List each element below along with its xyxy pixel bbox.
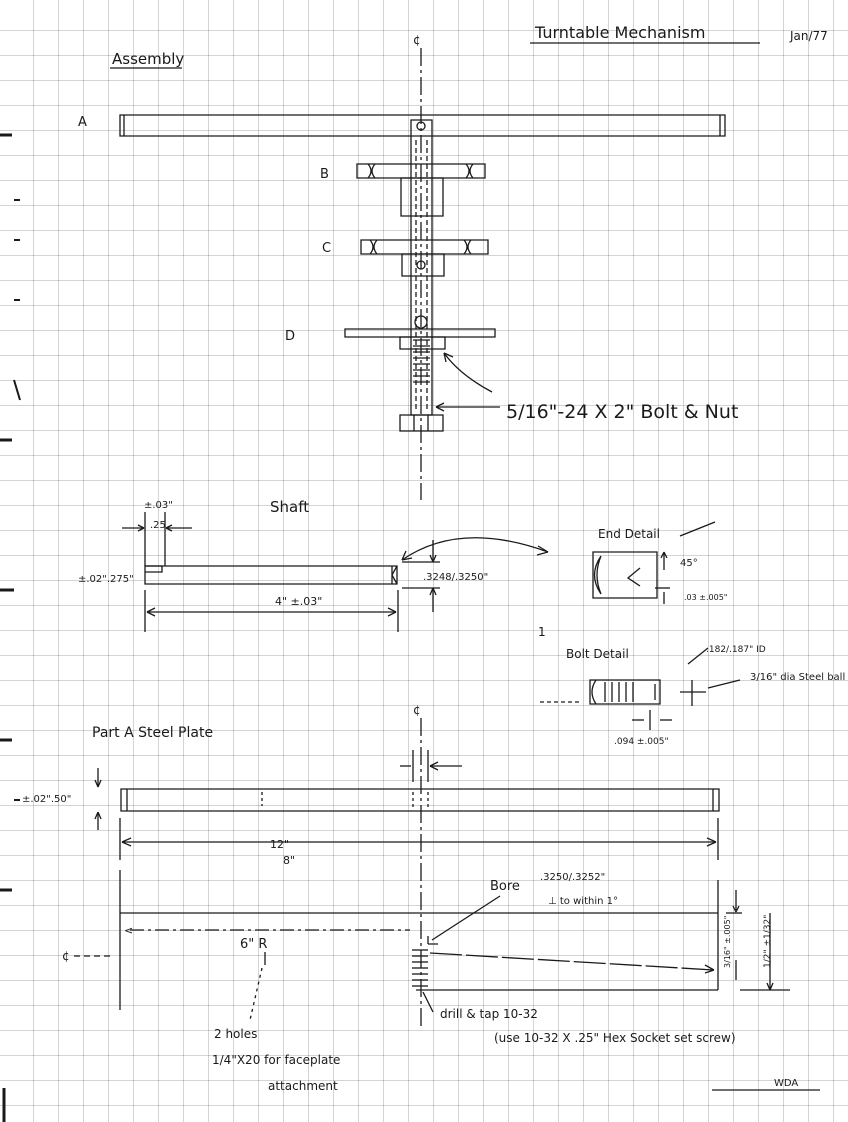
part-a-edge-dim-2: 1/2" ±1/32" [763,915,773,968]
margin-marks [0,135,14,1122]
drill-tap-note: drill & tap 10-32 [440,1007,538,1021]
assembly-bolt-threads [413,340,430,382]
assembly-label-a: A [78,115,87,130]
assembly-heading: Assembly [112,50,184,68]
sheet-date: Jan/77 [789,29,828,43]
holes-note-line-3: attachment [268,1079,338,1093]
assembly-label-d: D [285,329,295,344]
assembly-part-d-hub [400,337,445,349]
assembly-part-c-hub [402,254,444,276]
assembly-part-d-flange [345,329,495,337]
bolt-detail-view [590,680,660,704]
svg-text:1: 1 [538,625,546,639]
shaft-neck [145,566,162,572]
end-detail-chamfer [595,556,602,594]
set-screw-note: (use 10-32 X .25" Hex Socket set screw) [494,1031,736,1045]
part-a-side-view [121,789,719,811]
part-a-radius: 6" R [240,937,267,952]
part-a-thickness: ±.02".50" [22,794,71,805]
end-detail-heading: End Detail [598,527,660,541]
part-a-edge-dim-1: 3/16" ±.005" [723,916,732,968]
shaft-heading: Shaft [270,498,309,516]
assembly-plate-a [120,115,725,136]
part-a-left-centerline: ¢ [62,949,70,963]
end-detail-pointer [402,538,548,560]
shaft-diameter-label: .3248/.3250" [423,572,488,583]
holes-leader [250,968,262,1020]
bolt-detail-ball-note: 3/16" dia Steel ball Insert in hole [750,672,848,683]
bolt-detail-depth: .094 ±.005" [614,737,669,747]
shaft-tolerance-top: ±.03" [144,500,173,511]
shaft-body [145,566,397,584]
part-a-bore: Bore [490,879,520,894]
part-a-perpendicular-note: ⊥ to within 1° [548,896,618,907]
bore-leader [432,896,500,940]
part-a-heading: Part A Steel Plate [92,725,213,741]
assembly-centerline-mark: ¢ [413,33,421,47]
assembly-nut [400,415,443,431]
end-detail-chamfer-dim: .03 ±.005" [684,593,727,602]
assembly-label-b: B [320,167,329,182]
bolt-detail-heading: Bolt Detail [566,647,629,661]
bolt-detail-hole: .182/.187" ID [706,645,766,655]
part-a-length: 12" [270,838,289,851]
part-a-bore-dim: .3250/.3252" [540,872,605,883]
shaft-neck-dim: ±.02".275" [78,574,134,585]
holes-note-line-2: 1/4"X20 for faceplate [212,1053,340,1067]
assembly-plate-a-bore [417,122,425,130]
svg-text:<: < [124,924,133,937]
bolt-callout-leader-1 [444,353,492,392]
assembly-part-b-hub [401,178,443,216]
part-a-tapped-hole [412,950,428,986]
end-detail-angle: 45° [680,558,698,569]
shaft-step-dim: .25 [150,520,166,531]
part-a-centerline-mark: ¢ [413,703,421,717]
end-detail-view [593,552,657,598]
margin-ticks [14,200,20,800]
bolt-detail-threads [605,682,633,702]
bolt-callout-text: 5/16"-24 X 2" Bolt & Nut [506,401,738,423]
assembly-label-c: C [322,241,331,256]
holes-note-line-1: 2 holes [214,1027,257,1041]
part-a-length-alt: 8" [283,854,295,867]
signature: WDA [774,1078,798,1089]
shaft-length-label: 4" ±.03" [275,595,322,608]
sheet-title: Turntable Mechanism [534,23,705,42]
